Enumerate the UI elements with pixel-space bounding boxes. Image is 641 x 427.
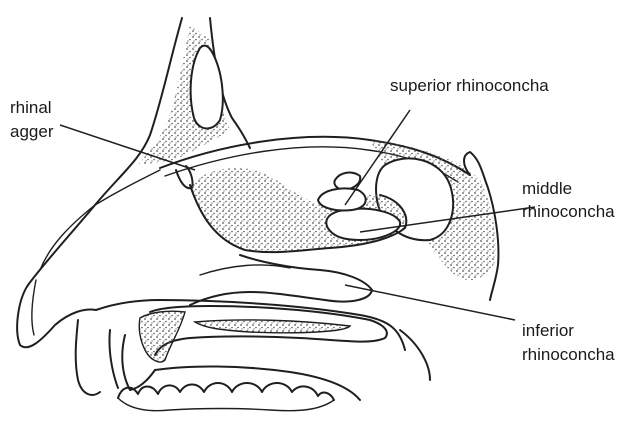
inferior-rhinoconcha-shape [190, 255, 372, 305]
middle-rhinoconcha-shape [190, 168, 406, 252]
label-inferior-rhinoconcha-line1: inferior [522, 320, 574, 341]
inferior-rhinoconcha-leader [345, 285, 515, 320]
label-middle-rhinoconcha-line2: rhinoconcha [522, 201, 615, 222]
label-superior-rhinoconcha: superior rhinoconcha [390, 75, 549, 96]
label-rhinal-agger-line2: agger [10, 121, 53, 142]
teeth [118, 383, 334, 411]
palate-and-maxilla [76, 300, 430, 400]
label-inferior-rhinoconcha-line2: rhinoconcha [522, 344, 615, 365]
superior-rhinoconcha-shape [318, 173, 366, 211]
external-nose-outline [17, 170, 160, 347]
label-middle-rhinoconcha-line1: middle [522, 178, 572, 199]
label-rhinal-agger-line1: rhinal [10, 97, 52, 118]
frontal-sinus [191, 46, 223, 129]
